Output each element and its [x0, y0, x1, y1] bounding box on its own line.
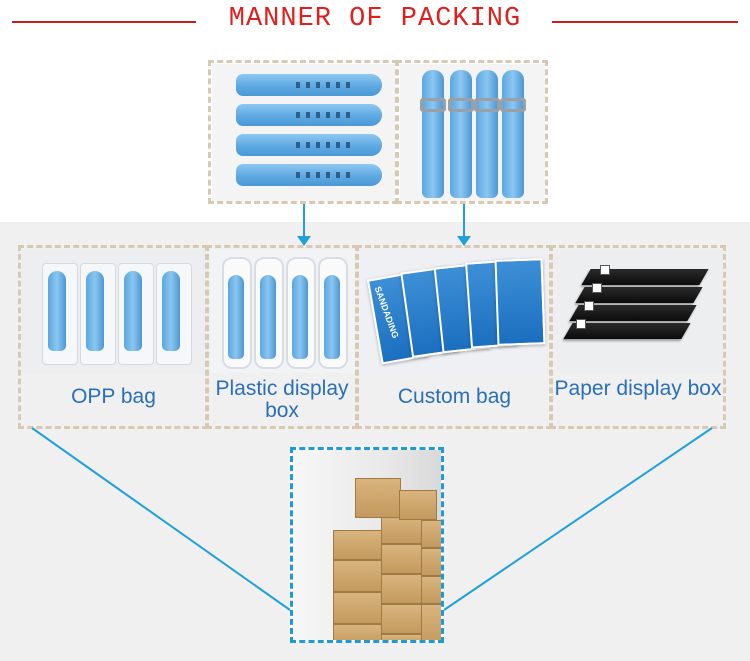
strap — [124, 271, 142, 351]
connector-line-left — [31, 427, 291, 611]
buckle — [420, 98, 446, 112]
arrow-down-icon-line — [303, 204, 305, 238]
carton — [381, 634, 423, 640]
photo-stacked-cartons — [290, 447, 444, 643]
photo-vertical-straps — [400, 64, 545, 201]
carton — [333, 530, 383, 560]
strap-holes — [296, 82, 356, 88]
carton — [421, 520, 441, 548]
box-tag — [600, 265, 610, 275]
carton — [381, 516, 423, 544]
caption-paper-display-box: Paper display box — [554, 377, 722, 400]
page-title: MANNER OF PACKING — [228, 4, 522, 34]
frame-paper-display-box — [550, 245, 726, 429]
strap-holes — [296, 142, 356, 148]
carton — [355, 478, 401, 518]
photo-paper-display-box — [554, 249, 723, 373]
photo-opp-bag — [22, 249, 205, 373]
carton — [421, 604, 441, 640]
buckle — [474, 98, 500, 112]
arrow-down-icon-line — [463, 204, 465, 238]
carton — [333, 592, 383, 624]
carton — [381, 574, 423, 604]
photo-plastic-display-box — [210, 249, 355, 373]
caption-plastic-display-box: Plastic display box — [215, 377, 349, 422]
box-tag — [592, 283, 602, 293]
buckle — [448, 98, 474, 112]
connector-line-right — [443, 427, 713, 611]
strap — [422, 70, 444, 198]
arrow-down-icon — [297, 236, 311, 246]
caption-opp-bag: OPP bag — [71, 385, 156, 408]
photo-horizontal-straps — [212, 64, 395, 201]
photo-custom-bag: SANDADING — [360, 249, 549, 373]
strap-holes — [296, 172, 356, 178]
carton — [421, 548, 441, 576]
arrow-down-icon — [457, 236, 471, 246]
carton — [381, 544, 423, 574]
box-tag — [584, 301, 594, 311]
strap — [502, 70, 524, 198]
carton — [399, 490, 437, 520]
strap — [86, 271, 104, 351]
strap — [476, 70, 498, 198]
buckle — [500, 98, 526, 112]
carton — [333, 624, 383, 640]
title-rule-right — [552, 21, 738, 23]
carton — [421, 576, 441, 604]
caption-custom-bag: Custom bag — [397, 385, 512, 408]
strap — [324, 275, 340, 359]
box-tag — [576, 319, 586, 329]
strap — [162, 271, 180, 351]
carton — [333, 560, 383, 592]
strap — [292, 275, 308, 359]
carton — [381, 604, 423, 634]
frame-vertical-straps — [396, 60, 548, 204]
strap — [228, 275, 244, 359]
strap — [260, 275, 276, 359]
strap-holes — [296, 112, 356, 118]
title-rule-left — [12, 21, 196, 23]
strap — [48, 271, 66, 351]
strap — [450, 70, 472, 198]
